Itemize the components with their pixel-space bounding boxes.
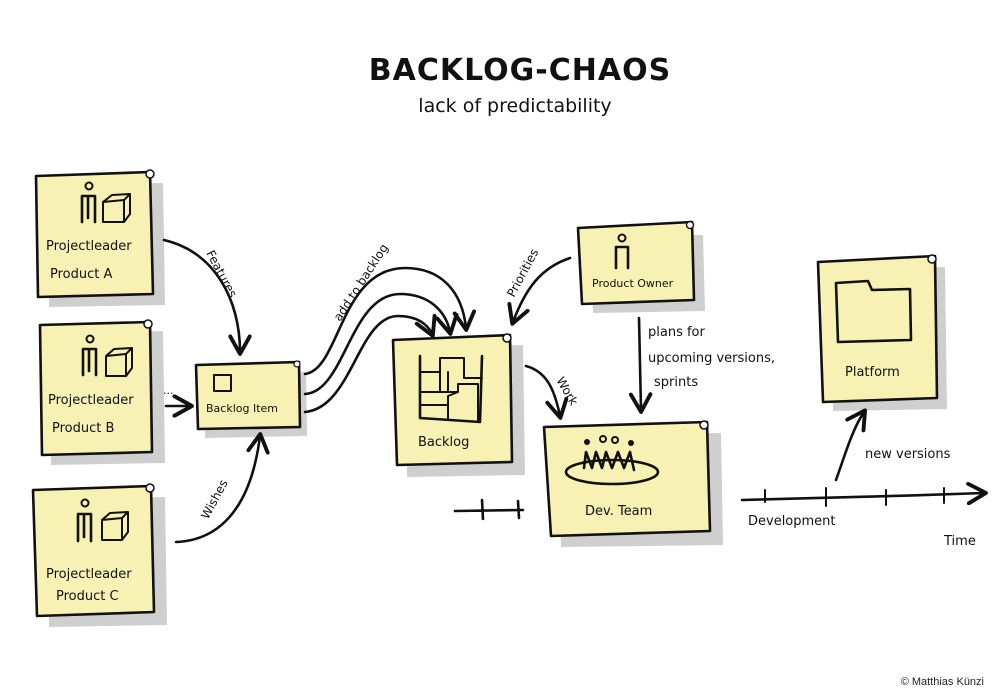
team-icon bbox=[564, 435, 660, 486]
ellipsis-label: ... bbox=[163, 384, 174, 397]
arrow-wishes-label: Wishes bbox=[198, 477, 230, 521]
note-backlog: Backlog bbox=[391, 333, 525, 477]
arrow-add-to-backlog-1 bbox=[303, 266, 477, 376]
timeline-start-label: Development bbox=[748, 514, 836, 529]
arrow-features bbox=[162, 238, 252, 356]
person-icon bbox=[614, 233, 630, 270]
copyright-notice: © Matthias Künzi bbox=[900, 676, 984, 688]
arrow-work bbox=[524, 364, 569, 420]
item-square-icon bbox=[213, 374, 232, 392]
arrow-plans-line1: plans for bbox=[648, 325, 706, 340]
arrow-plans-line2: upcoming versions, bbox=[648, 351, 775, 366]
note-projectleader-c-line1: Projectleader bbox=[46, 567, 132, 582]
note-product-owner: Product Owner bbox=[576, 220, 705, 313]
note-backlog-item-label: Backlog Item bbox=[206, 402, 278, 415]
note-platform: Platform bbox=[816, 254, 947, 411]
arrow-add-to-backlog-2 bbox=[303, 292, 459, 396]
note-projectleader-b-line1: Projectleader bbox=[48, 393, 134, 408]
arrow-wishes bbox=[174, 432, 270, 544]
folder-icon bbox=[834, 279, 913, 344]
note-projectleader-b-line2: Product B bbox=[52, 421, 114, 436]
note-dev-team-label: Dev. Team bbox=[585, 504, 652, 519]
arrow-plans-line3: sprints bbox=[654, 375, 698, 390]
note-projectleader-a: Projectleader Product A bbox=[34, 169, 165, 307]
arrow-priorities bbox=[507, 256, 572, 326]
stacked-blocks-icon bbox=[418, 354, 484, 424]
arrow-features-label: Features bbox=[203, 248, 240, 300]
note-projectleader-b: Projectleader Product B bbox=[38, 319, 165, 465]
note-projectleader-c-line2: Product C bbox=[56, 589, 119, 604]
note-projectleader-a-line1: Projectleader bbox=[46, 239, 132, 254]
arrow-new-versions-label: new versions bbox=[865, 447, 951, 462]
note-projectleader-c: Projectleader Product C bbox=[31, 483, 167, 627]
note-dev-team: Dev. Team bbox=[542, 420, 723, 547]
arrow-add-to-backlog-label: add to backlog bbox=[331, 241, 391, 323]
note-projectleader-a-line2: Product A bbox=[50, 267, 112, 282]
note-backlog-label: Backlog bbox=[418, 435, 469, 450]
timeline-fragment bbox=[453, 498, 525, 521]
timeline-end-label: Time bbox=[943, 534, 976, 549]
timeline-axis bbox=[740, 481, 988, 506]
arrow-add-to-backlog-3 bbox=[303, 313, 437, 414]
arrow-priorities-label: Priorities bbox=[504, 246, 541, 299]
arrow-plans bbox=[628, 316, 653, 414]
note-backlog-item: Backlog Item bbox=[194, 360, 307, 438]
note-platform-label: Platform bbox=[845, 365, 900, 380]
diagram-title: BACKLOG-CHAOS bbox=[369, 53, 671, 88]
person-with-box-icon bbox=[76, 498, 129, 543]
timeline: Development Time bbox=[740, 481, 988, 549]
diagram-subtitle: lack of predictability bbox=[418, 95, 611, 117]
arrow-new-versions bbox=[834, 408, 868, 482]
timeline-ticks bbox=[764, 487, 945, 507]
person-with-box-icon bbox=[80, 181, 131, 224]
person-with-box-icon bbox=[81, 334, 133, 377]
note-product-owner-label: Product Owner bbox=[592, 277, 674, 290]
